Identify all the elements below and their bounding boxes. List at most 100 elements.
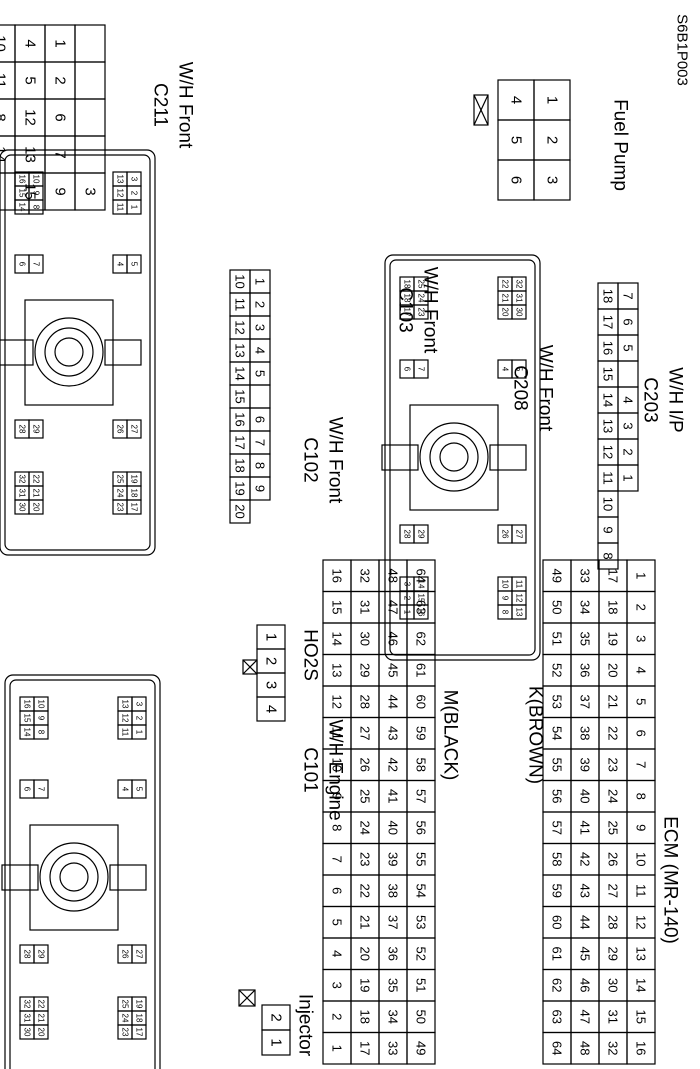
- ecm-m-pin: 49: [414, 1041, 429, 1055]
- big-pin: 6: [18, 262, 27, 267]
- ecm-m-pin: 6: [330, 887, 345, 894]
- big-pin-cell: [14, 419, 30, 439]
- ecm-k-pin: 54: [550, 726, 565, 740]
- ecm-m-pin: 12: [330, 695, 345, 709]
- c203-pin: 17: [601, 315, 616, 329]
- c103-pin: 20: [233, 504, 248, 518]
- ecm-k-pin: 30: [606, 978, 621, 992]
- c203-pin: 2: [621, 448, 636, 455]
- ecm-k-pin: 12: [634, 915, 649, 929]
- c103-pin: 17: [233, 435, 248, 449]
- big-pin: 25: [121, 1000, 130, 1009]
- ecm-k-pin: 5: [634, 698, 649, 705]
- ecm-m-pin: 33: [386, 1041, 401, 1055]
- ecm-k-pin: 58: [550, 852, 565, 866]
- big-pin: 2: [130, 191, 139, 196]
- c103-pin: 11: [233, 298, 248, 312]
- connector-housing: [0, 149, 156, 556]
- c102-harness: W/H Front: [325, 417, 346, 504]
- big-pin: 28: [23, 950, 32, 959]
- big-pin: 25: [116, 475, 125, 484]
- ho2s-pin: 2: [263, 657, 280, 665]
- c203-pin: 12: [601, 445, 616, 459]
- big-pin: 8: [37, 730, 46, 735]
- pin-cell: [117, 1024, 133, 1040]
- big-pin: 26: [501, 530, 510, 539]
- big-pin: 9: [501, 596, 510, 601]
- key-slot: [104, 339, 142, 366]
- ecm-m-pin: 53: [414, 915, 429, 929]
- key-slot: [0, 339, 34, 366]
- big-pin: 16: [18, 175, 27, 184]
- big-pin: 29: [417, 530, 426, 539]
- big-pin: 12: [515, 594, 524, 603]
- big-pin: 11: [116, 203, 125, 212]
- boss-ring: [39, 842, 109, 912]
- big-pin: 8: [501, 610, 510, 615]
- big-pin: 17: [130, 503, 139, 512]
- big-pin-cell: [399, 359, 415, 379]
- big-pin: 20: [37, 1028, 46, 1037]
- ecm-m-pin: 56: [414, 821, 429, 835]
- ecm-m-pin: 62: [414, 632, 429, 646]
- ecm-m-pin: 21: [358, 915, 373, 929]
- ecm-k-pin: 15: [634, 1010, 649, 1024]
- big-pin: 18: [403, 294, 412, 303]
- big-pin: 31: [23, 1014, 32, 1023]
- connector-inner: [389, 259, 536, 656]
- pin-cell: [322, 1031, 352, 1065]
- ecm-m-pin: 57: [414, 789, 429, 803]
- c203-pin: 18: [601, 289, 616, 303]
- ecm-m-pin: 61: [414, 663, 429, 677]
- ecm-m-pin: 15: [330, 600, 345, 614]
- big-pin: 13: [515, 608, 524, 617]
- ecm-k-pin: 60: [550, 915, 565, 929]
- c211-pin: 12: [22, 109, 39, 126]
- ecm-m-pin: 36: [386, 947, 401, 961]
- ecm-m-pin: 52: [414, 947, 429, 961]
- ecm-k-pin: 1: [634, 572, 649, 579]
- c103-pin: 6: [253, 416, 268, 423]
- big-pin: 22: [37, 1000, 46, 1009]
- big-pin: 2: [135, 716, 144, 721]
- center-boss: [409, 404, 499, 511]
- ecm-m-pin: 63: [414, 600, 429, 614]
- big-pin: 16: [23, 700, 32, 709]
- ecm-m-pin: 26: [358, 758, 373, 772]
- ecm-m-pin: 60: [414, 695, 429, 709]
- big-pin: 6: [403, 367, 412, 372]
- ecm-k-pin: 59: [550, 884, 565, 898]
- ecm-k-pin: 57: [550, 821, 565, 835]
- ecm-k-pin: 16: [634, 1041, 649, 1055]
- big-pin: 32: [23, 1000, 32, 1009]
- big-pin: 18: [135, 1014, 144, 1023]
- big-pin: 27: [130, 425, 139, 434]
- ecm-m-pin: 47: [386, 600, 401, 614]
- ecm-k-pin: 35: [578, 632, 593, 646]
- ecm-k-pin: 24: [606, 789, 621, 803]
- ecm-m-pin: 58: [414, 758, 429, 772]
- ecm-m-pin: 46: [386, 632, 401, 646]
- ecm-m-pin: 10: [330, 758, 345, 772]
- ecm-k-pin: 6: [634, 730, 649, 737]
- c211-pin: 9: [52, 187, 69, 195]
- pin-cell: [14, 199, 30, 215]
- connector-c101: 3211312111918172524231098161514222120323…: [1, 674, 161, 1069]
- latch-x: [242, 659, 258, 675]
- ecm-k-pin: 32: [606, 1041, 621, 1055]
- big-pin: 4: [116, 262, 125, 267]
- ecm-m-pin: 22: [358, 884, 373, 898]
- ecm-k-pin: 37: [578, 695, 593, 709]
- ecm-k-pin: 51: [550, 632, 565, 646]
- c203-pin: 6: [621, 318, 636, 325]
- ecm-m-pin: 54: [414, 884, 429, 898]
- c211-harness: W/H Front: [175, 62, 196, 149]
- pin-cell: [0, 24, 16, 63]
- big-pin: 17: [403, 308, 412, 317]
- ecm-k-pin: 29: [606, 947, 621, 961]
- ecm-m-pin: 23: [358, 852, 373, 866]
- c101-harness: W/H Engine: [325, 719, 346, 820]
- c103-pin: 16: [233, 412, 248, 426]
- big-pin: 9: [32, 191, 41, 196]
